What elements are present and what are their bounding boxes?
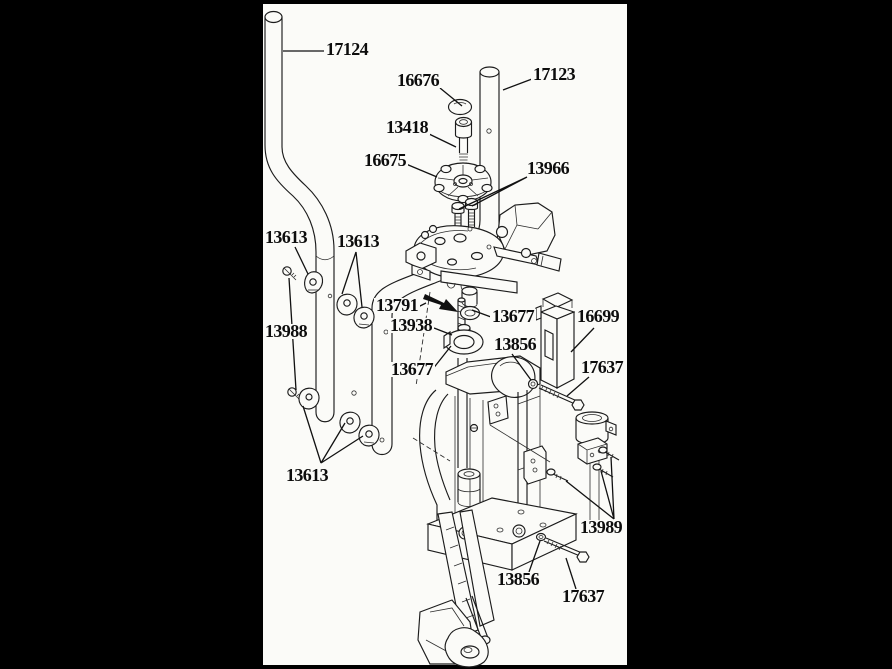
part-drive-hub bbox=[443, 323, 484, 468]
part-label-13418: 13418 bbox=[384, 117, 431, 137]
part-label-17123: 17123 bbox=[531, 64, 578, 84]
part-retainer-clip-13677 bbox=[459, 305, 481, 321]
part-washer-13856-bottom bbox=[535, 532, 547, 542]
part-label-13613-a: 13613 bbox=[263, 227, 310, 247]
part-label-13791: 13791 bbox=[374, 295, 421, 315]
part-clamps-upper-13613 bbox=[282, 266, 375, 329]
part-screw-17637-bottom bbox=[543, 537, 590, 563]
part-label-13677-top: 13677 bbox=[490, 306, 537, 326]
part-label-13989: 13989 bbox=[578, 517, 625, 537]
part-label-13677-mid: 13677 bbox=[389, 359, 436, 379]
part-screws-13989 bbox=[546, 446, 620, 482]
part-label-13856-top: 13856 bbox=[492, 334, 539, 354]
part-handle-links bbox=[417, 509, 495, 668]
part-label-17637-bottom: 17637 bbox=[560, 586, 607, 606]
part-label-13938: 13938 bbox=[388, 315, 435, 335]
part-label-16699: 16699 bbox=[575, 306, 622, 326]
part-subplate-assembly bbox=[405, 202, 562, 387]
part-label-13966: 13966 bbox=[525, 158, 572, 178]
part-powder-measure-16699 bbox=[535, 292, 576, 389]
part-shellplate-16675 bbox=[433, 162, 493, 204]
part-label-13613-b: 13613 bbox=[335, 231, 382, 251]
part-label-13988: 13988 bbox=[263, 321, 310, 341]
part-cam-block bbox=[577, 437, 608, 465]
part-press-frame bbox=[412, 355, 578, 571]
part-label-13856-bottom: 13856 bbox=[495, 569, 542, 589]
part-washer-13856-top bbox=[527, 378, 539, 390]
part-label-17637-top: 17637 bbox=[579, 357, 626, 377]
part-label-17124: 17124 bbox=[324, 39, 371, 59]
part-label-13613-c: 13613 bbox=[284, 465, 331, 485]
part-arrow-13791 bbox=[423, 294, 458, 312]
part-screw-17637-top bbox=[538, 384, 585, 411]
part-label-16675: 16675 bbox=[362, 150, 409, 170]
part-bushing-16676 bbox=[447, 98, 473, 116]
part-label-16676: 16676 bbox=[395, 70, 442, 90]
part-tube-17124 bbox=[264, 10, 335, 423]
part-bolt-13418 bbox=[454, 116, 473, 170]
part-clamps-lower-13613 bbox=[287, 387, 380, 447]
